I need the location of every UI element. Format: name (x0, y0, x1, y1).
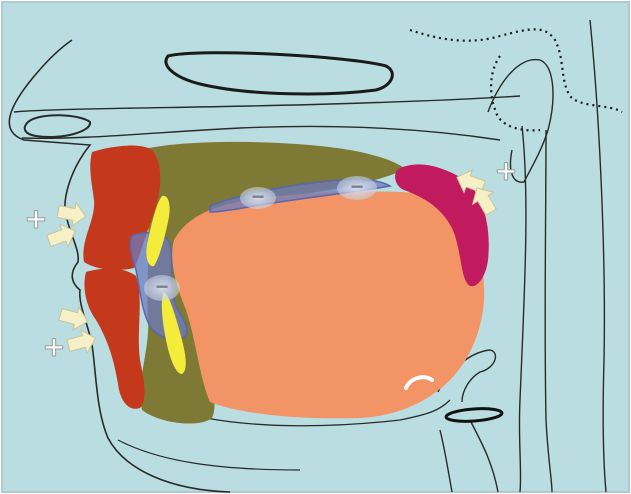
plus-lower-lip-symbol: + (42, 330, 65, 363)
minus-incisor-label: − (156, 274, 169, 299)
minus-palate-front-label: − (252, 184, 265, 209)
minus-palate-back-label: − (351, 174, 364, 199)
plus-upper-lip-symbol: + (24, 202, 47, 235)
tongue-body (172, 192, 484, 419)
plus-tongue-base-symbol: + (494, 154, 517, 187)
